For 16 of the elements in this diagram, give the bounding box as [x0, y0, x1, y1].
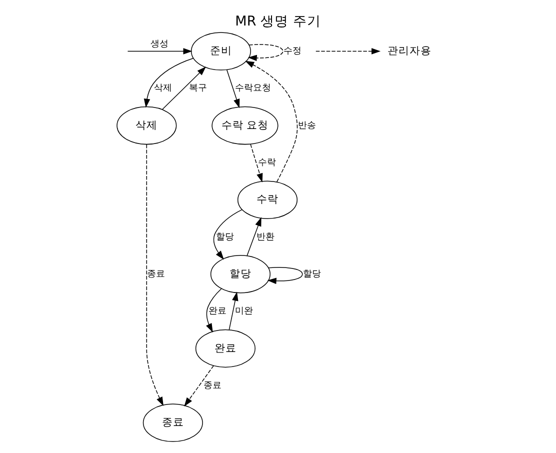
edge-label: 수정: [283, 46, 302, 57]
edge-label: 수락요청: [234, 84, 271, 94]
edge-label: 수락: [258, 158, 276, 168]
edge-label: 종료: [147, 269, 166, 280]
edge-label: 종료: [203, 380, 222, 391]
edge-label: 할당: [216, 232, 234, 242]
edge-label: 할당: [302, 269, 321, 280]
edge-label: 완료: [208, 306, 227, 317]
edge-label: 복구: [189, 84, 208, 94]
edge-label: 삭제: [154, 84, 172, 94]
edge-label: 반송: [298, 120, 316, 131]
edge-label: 생성: [150, 39, 168, 50]
diagram-title: MR 생명 주기: [235, 13, 321, 30]
edge-label: 미완: [234, 306, 253, 317]
legend-label: 관리자용: [387, 45, 432, 58]
edge-label: 반환: [256, 232, 275, 242]
